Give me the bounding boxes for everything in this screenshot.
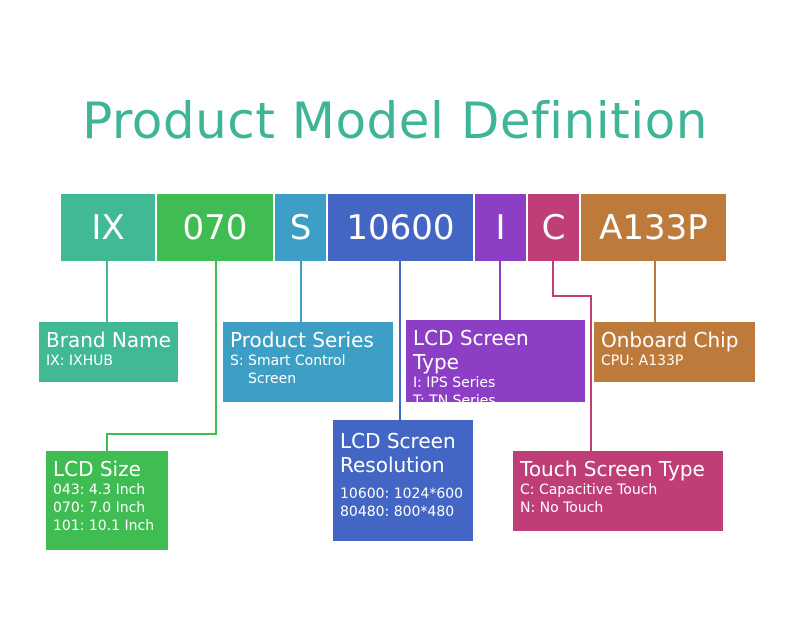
code-brand-label: IX: [91, 207, 125, 248]
page-title: Product Model Definition: [82, 92, 708, 150]
brand-name-line: IX: IXHUB: [46, 353, 113, 369]
code-segment-series: S: [275, 194, 326, 261]
lcd-size-line: 043: 4.3 Inch: [53, 482, 146, 498]
code-segment-size: 070: [157, 194, 273, 261]
touch-screen-type-line: C: Capacitive Touch: [520, 482, 658, 498]
onboard-chip-line: CPU: A133P: [601, 353, 684, 369]
lcd-resolution-title: Resolution: [340, 453, 445, 477]
connector-touch: [552, 261, 592, 451]
lcd-size-box: LCD Size 043: 4.3 Inch 070: 7.0 Inch 101…: [46, 451, 168, 550]
code-screen-type-label: I: [495, 207, 506, 248]
lcd-resolution-title: LCD Screen: [340, 429, 456, 453]
lcd-size-line: 070: 7.0 Inch: [53, 500, 146, 516]
touch-screen-type-box: Touch Screen Type C: Capacitive Touch N:…: [513, 451, 723, 531]
lcd-resolution-box: LCD Screen Resolution 10600: 1024*600 80…: [333, 420, 473, 541]
product-series-line: S: Smart Control: [230, 353, 346, 369]
code-segment-screen-type: I: [475, 194, 526, 261]
code-resolution-label: 10600: [346, 207, 455, 248]
brand-name-title: Brand Name: [46, 328, 171, 352]
onboard-chip-title: Onboard Chip: [601, 328, 739, 352]
code-segment-chip: A133P: [581, 194, 726, 261]
product-series-box: Product Series S: Smart Control Screen: [223, 322, 393, 402]
touch-screen-type-title: Touch Screen Type: [520, 457, 705, 481]
code-series-label: S: [289, 207, 312, 248]
brand-name-box: Brand Name IX: IXHUB: [39, 322, 178, 382]
touch-screen-type-line: N: No Touch: [520, 500, 604, 516]
lcd-screen-type-title: LCD Screen Type: [413, 326, 529, 374]
code-segment-resolution: 10600: [328, 194, 473, 261]
connector-size: [106, 261, 217, 451]
lcd-size-title: LCD Size: [53, 457, 141, 481]
product-series-title: Product Series: [230, 328, 374, 352]
onboard-chip-box: Onboard Chip CPU: A133P: [594, 322, 755, 382]
lcd-screen-type-line: I: IPS Series: [413, 375, 496, 391]
lcd-resolution-line: 10600: 1024*600: [340, 486, 464, 502]
lcd-size-line: 101: 10.1 Inch: [53, 518, 155, 534]
lcd-resolution-line: 80480: 800*480: [340, 504, 455, 520]
lcd-screen-type-box: LCD Screen Type I: IPS Series T: TN Seri…: [406, 320, 585, 409]
code-size-label: 070: [182, 207, 248, 248]
code-segment-touch: C: [528, 194, 579, 261]
product-series-line: Screen: [248, 371, 297, 387]
code-touch-label: C: [541, 207, 566, 248]
code-segment-brand: IX: [61, 194, 155, 261]
lcd-screen-type-line: T: TN Series: [413, 393, 496, 409]
code-chip-label: A133P: [599, 207, 708, 248]
